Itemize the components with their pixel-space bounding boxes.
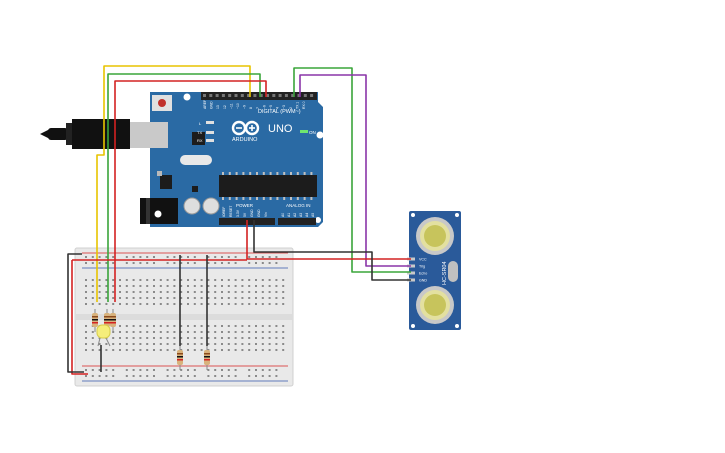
regulator	[160, 175, 172, 189]
wire-red-power[interactable]	[246, 220, 411, 260]
arduino-uno[interactable]: UNO ARDUINO DIGITAL (PWM~) POWER ANALOG …	[40, 92, 324, 227]
pin-label-digital: ~6	[262, 105, 266, 109]
pin-label-digital: AREF	[203, 100, 207, 109]
digital-label: DIGITAL (PWM~)	[258, 109, 301, 115]
pin-label-digital: RX 0	[302, 101, 306, 109]
pin-label-analog: A2	[293, 213, 297, 217]
resistor[interactable]	[204, 346, 210, 370]
wire-black-left[interactable]	[67, 253, 84, 373]
l-label: L	[199, 121, 202, 126]
pin-label-digital: 13	[216, 105, 220, 109]
pin-label-digital: 2	[289, 107, 293, 109]
capacitor	[183, 197, 201, 215]
usb-chip	[192, 132, 205, 145]
arduino-logo	[231, 120, 260, 136]
pin-label-power: GND	[250, 209, 254, 217]
tx-label: TX	[197, 130, 202, 135]
pin-label-power: GND	[257, 209, 261, 217]
pin-label-power: Vin	[264, 212, 268, 217]
capacitor	[202, 197, 220, 215]
sensor-pin-label: Echo	[419, 272, 427, 276]
pin-label-power: IOREF	[222, 207, 226, 217]
pin-label-digital: ~10	[236, 103, 240, 109]
pin-label-analog: A0	[281, 213, 285, 217]
transducer-top	[416, 217, 454, 255]
pin-label-digital: 12	[223, 105, 227, 109]
led-yellow[interactable]	[96, 324, 111, 347]
pin-label-digital: ~9	[243, 105, 247, 109]
pin-label-digital: ~11	[229, 103, 233, 109]
pin-label-digital: ~5	[269, 105, 273, 109]
pin-label-analog: A1	[287, 213, 291, 217]
pin-label-digital: GND	[210, 101, 214, 109]
pin-label-digital: 8	[249, 107, 253, 109]
power-led	[300, 130, 308, 133]
pin-label-power: 5V	[243, 212, 247, 217]
resistor[interactable]	[177, 346, 183, 370]
pin-label-analog: A4	[305, 213, 309, 217]
power-label: POWER	[236, 203, 254, 208]
usb-cable	[48, 128, 68, 140]
pin-label-power: 3.3V	[236, 209, 240, 217]
resistor[interactable]	[110, 309, 116, 332]
pin-label-digital: TX 1	[295, 102, 299, 109]
sensor-pin-label: VCC	[419, 258, 427, 262]
wire-red-left[interactable]	[71, 260, 88, 375]
pin-label-analog: A5	[311, 213, 315, 217]
atmega-chip	[219, 175, 317, 197]
brand-label: ARDUINO	[232, 137, 258, 143]
sensor-pin-label: Trig	[419, 265, 425, 269]
wire-black-ground[interactable]	[253, 220, 411, 281]
crystal	[180, 155, 212, 165]
breadboard-holes	[85, 256, 285, 377]
oscillator	[448, 261, 458, 282]
resistor[interactable]	[92, 309, 98, 332]
wire-purple-sensor[interactable]	[299, 74, 411, 267]
usb-plug	[72, 119, 130, 149]
breadboard[interactable]	[74, 247, 294, 387]
on-label: ON	[309, 130, 316, 135]
sensor-pin[interactable]	[407, 271, 415, 275]
pin-label-power: RESET	[229, 206, 233, 217]
wire-yellow[interactable]	[96, 65, 251, 302]
model-label: UNO	[268, 123, 293, 135]
pin-label-analog: A3	[299, 213, 303, 217]
transducer-bottom	[416, 286, 454, 324]
sensor-pin-label: GND	[419, 279, 427, 283]
wire-red[interactable]	[114, 80, 267, 302]
pin-label-digital: ~3	[282, 105, 286, 109]
wire-green[interactable]	[107, 73, 261, 302]
sensor-model-label: HC-SR04	[442, 261, 448, 285]
pin-label-digital: 7	[256, 107, 260, 109]
pin-label-digital: 4	[276, 107, 280, 109]
analog-header	[278, 218, 316, 225]
digital-header	[201, 92, 317, 100]
analog-label: ANALOG IN	[286, 203, 311, 208]
rx-label: RX	[197, 138, 203, 143]
